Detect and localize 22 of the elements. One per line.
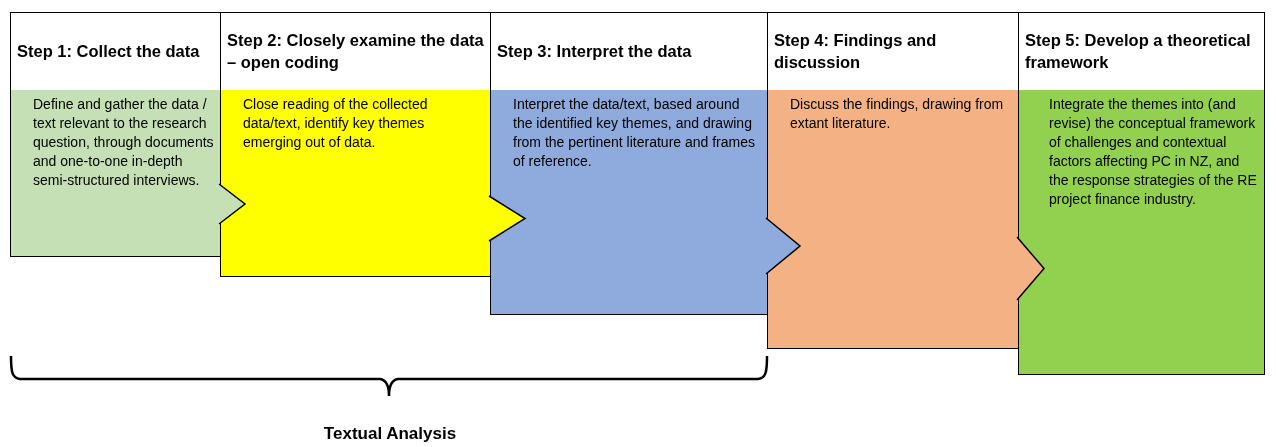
step-description: Integrate the themes into (and revise) the conceptual framework of challenges and contextual factors affecting PC in NZ, and the response strategies of the RE project finance industry. <box>1049 95 1258 210</box>
step-description-box <box>490 90 768 315</box>
step-title: Step 3: Interpret the data <box>497 40 692 62</box>
step-description: Interpret the data/text, based around the identified key themes, and drawing from the pertinent literature and frames of reference. <box>513 95 756 172</box>
step-description-box <box>10 90 221 257</box>
step-description-box <box>1018 90 1265 375</box>
step-description-box <box>220 90 491 277</box>
chevron-arrow <box>488 195 527 242</box>
step-description: Discuss the findings, drawing from extant literature. <box>790 95 1004 134</box>
chevron-arrow <box>218 183 247 225</box>
bracket-label: Textual Analysis <box>323 424 457 444</box>
step-description: Define and gather the data / text relevant to the research question, through documents and one-to-one in-depth semi-structured interviews. <box>33 95 215 191</box>
step-header-box <box>10 12 221 91</box>
chevron-arrow <box>1016 236 1045 301</box>
step-header-box <box>1018 12 1265 91</box>
step-title: Step 2: Closely examine the data – open coding <box>227 30 484 73</box>
step-description: Close reading of the collected data/text, identify key themes emerging out of data. <box>243 95 429 153</box>
chevron-arrow <box>765 217 802 275</box>
step-title: Step 1: Collect the data <box>17 40 200 62</box>
step-title: Step 5: Develop a theoretical framework <box>1025 30 1252 73</box>
step-description-box <box>767 90 1019 349</box>
step-title: Step 4: Findings and discussion <box>774 30 938 73</box>
